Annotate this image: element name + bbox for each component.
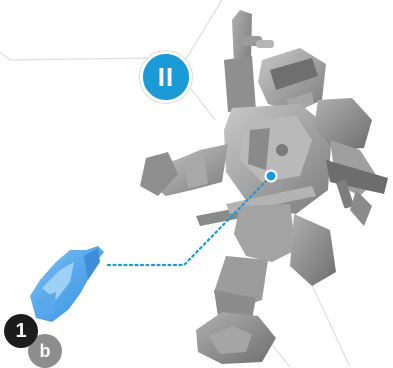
highlighted-component <box>30 246 104 322</box>
step-number-badge: II <box>140 51 192 103</box>
part-number-badge: 1 <box>4 314 38 348</box>
attachment-point-marker <box>266 171 277 182</box>
